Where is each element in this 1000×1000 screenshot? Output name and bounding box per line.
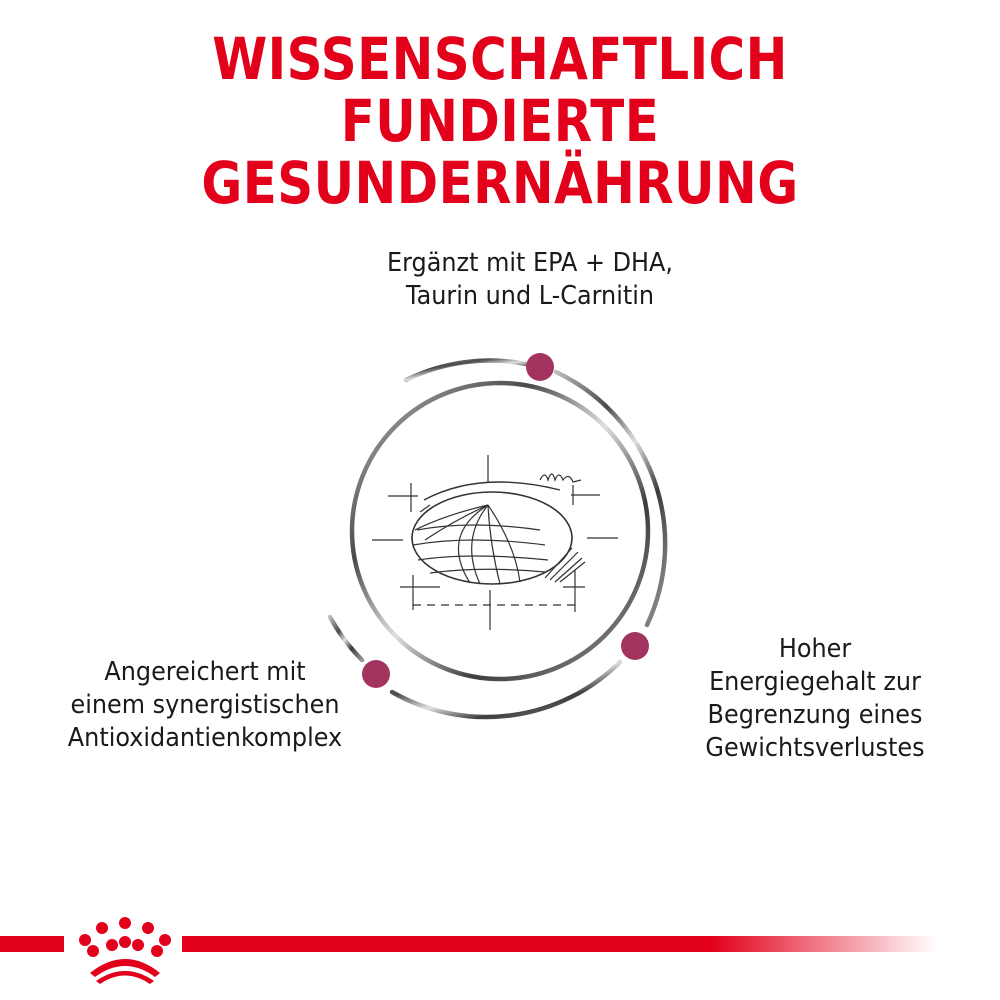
callout-epa-dha: Ergänzt mit EPA + DHA, Taurin und L-Carn… [346, 247, 714, 313]
callout-top-line-1: Ergänzt mit EPA + DHA, [386, 248, 673, 278]
callout-left-line-1: Angereichert mit [104, 657, 306, 687]
callout-energy: Hoher Energiegehalt zur Begrenzung eines… [672, 633, 957, 765]
outer-ring [327, 358, 668, 720]
accent-dot-left [362, 660, 390, 688]
callout-right-line-1: Hoher [778, 634, 852, 664]
headline-line-2: GESUNDERNÄHRUNG [201, 149, 799, 217]
callout-right-line-3: Begrenzung eines [707, 700, 923, 730]
callout-right-line-4: Gewichtsverlustes [705, 733, 925, 763]
inner-ring [349, 380, 651, 682]
callout-left-line-2: einem synergistischen [70, 690, 340, 720]
page-headline: WISSENSCHAFTLICH FUNDIERTE GESUNDERNÄHRU… [70, 28, 930, 214]
callout-antioxidants: Angereichert mit einem synergistischen A… [53, 656, 357, 755]
accent-dot-top [526, 353, 554, 381]
callout-top-line-2: Taurin und L-Carnitin [405, 281, 655, 311]
headline-line-1: WISSENSCHAFTLICH FUNDIERTE [212, 25, 788, 155]
callout-left-line-3: Antioxidantienkomplex [67, 723, 343, 753]
footer-bar-left [0, 936, 64, 952]
royal-canin-crown-icon [79, 917, 171, 984]
callout-right-line-2: Energiegehalt zur [709, 667, 921, 697]
footer-bar-right [182, 936, 937, 952]
kibble-sketch-icon [372, 455, 618, 630]
accent-dot-right [621, 632, 649, 660]
